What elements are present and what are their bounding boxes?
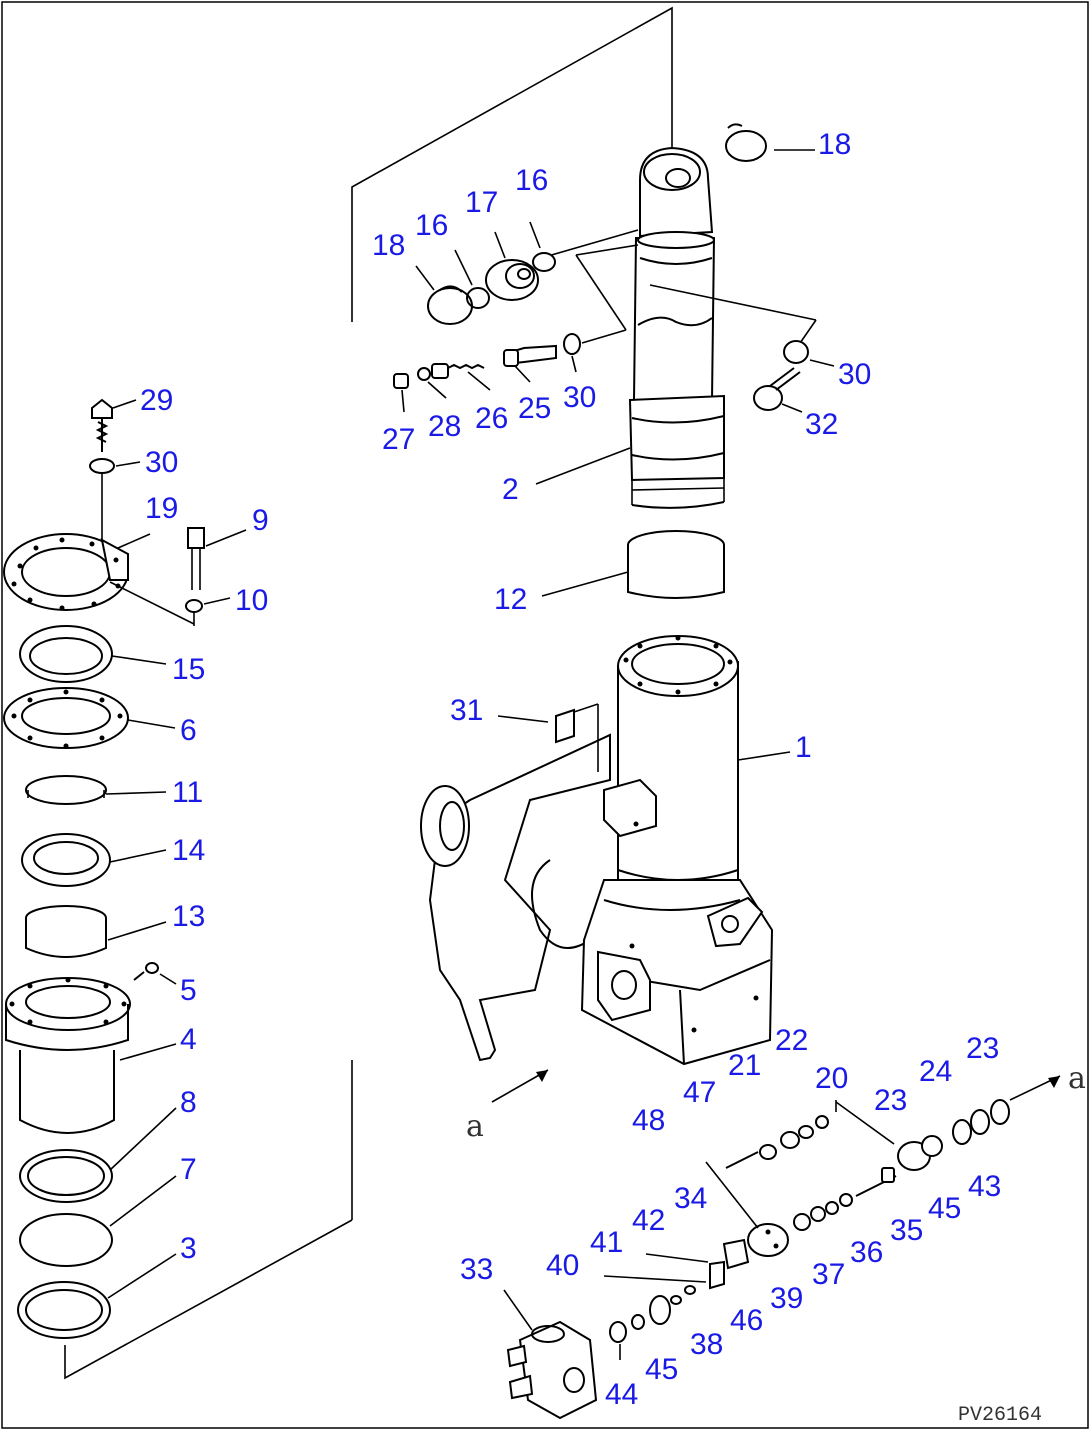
part-callout-41: 41 [590, 1226, 623, 1259]
part-callout-23: 23 [966, 1032, 999, 1065]
part-callout-4: 4 [180, 1023, 197, 1056]
part-callout-43: 43 [968, 1170, 1001, 1203]
grease-fitting-parts [393, 333, 581, 389]
part-callout-38: 38 [690, 1328, 723, 1361]
part-callout-9: 9 [252, 504, 269, 537]
part-callout-48: 48 [632, 1104, 665, 1137]
part-callout-8: 8 [180, 1086, 197, 1119]
part-callout-1: 1 [795, 731, 812, 764]
flange-bolt-holes [9, 537, 759, 1033]
drawing-reference: PV26164 [958, 1404, 1042, 1427]
bolt-32-washer-30 [753, 340, 809, 411]
view-marker-right: a [1068, 1061, 1086, 1096]
part-callout-21: 21 [728, 1049, 761, 1082]
part-callout-13: 13 [172, 900, 205, 933]
part-callout-14: 14 [172, 834, 205, 867]
part-callout-45: 45 [928, 1192, 961, 1225]
part-callout-19: 19 [145, 492, 178, 525]
part-callout-18: 18 [372, 229, 405, 262]
left-stack-parts [3, 398, 205, 1339]
part-callout-11: 11 [172, 776, 203, 809]
sleeve-12 [627, 530, 725, 599]
part-callout-24: 24 [919, 1055, 952, 1088]
part-callout-18: 18 [818, 128, 851, 161]
part-callout-7: 7 [180, 1153, 197, 1186]
part-callout-34: 34 [674, 1182, 707, 1215]
part-callout-16: 16 [415, 209, 448, 242]
part-callout-29: 29 [140, 384, 173, 417]
part-callout-26: 26 [475, 402, 508, 435]
part-callout-25: 25 [518, 392, 551, 425]
part-callout-45: 45 [645, 1353, 678, 1386]
upper-leader-lines [547, 229, 817, 347]
part-callout-6: 6 [180, 714, 197, 747]
part-callout-35: 35 [890, 1214, 923, 1247]
part-callout-30: 30 [145, 446, 178, 479]
part-callout-16: 16 [515, 164, 548, 197]
part-callout-20: 20 [815, 1062, 848, 1095]
part-callout-15: 15 [172, 653, 205, 686]
part-callout-39: 39 [770, 1282, 803, 1315]
part-callout-37: 37 [812, 1258, 845, 1291]
part-callout-33: 33 [460, 1253, 493, 1286]
part-callout-3: 3 [180, 1232, 197, 1265]
view-direction-marks: a a [466, 1061, 1086, 1144]
part-callout-22: 22 [775, 1024, 808, 1057]
part-callout-42: 42 [632, 1204, 665, 1237]
part-callout-44: 44 [605, 1378, 638, 1411]
steering-housing-1 [420, 635, 774, 1066]
part-callout-30: 30 [563, 381, 596, 414]
part-callout-5: 5 [180, 974, 197, 1007]
snap-ring-18-upper [725, 123, 767, 162]
callout-leaders [105, 149, 835, 1360]
part-callout-10: 10 [235, 584, 268, 617]
part-callout-28: 28 [428, 410, 461, 443]
view-marker-left: a [466, 1109, 484, 1144]
part-callout-46: 46 [730, 1304, 763, 1337]
pin-seal-parts [427, 252, 556, 325]
part-callout-17: 17 [465, 186, 498, 219]
part-callout-40: 40 [546, 1249, 579, 1282]
lower-leader-lines [603, 1100, 895, 1283]
part-callout-31: 31 [450, 694, 483, 727]
part-callout-30: 30 [838, 358, 871, 391]
part-callout-32: 32 [805, 408, 838, 441]
part-callout-2: 2 [502, 473, 519, 506]
part-callout-12: 12 [494, 583, 527, 616]
part-callout-27: 27 [382, 423, 415, 456]
cylinder-tube-2 [628, 146, 725, 509]
part-callout-23: 23 [874, 1084, 907, 1117]
valve-parts [506, 1099, 1010, 1420]
part-callout-47: 47 [683, 1076, 716, 1109]
part-callout-36: 36 [850, 1236, 883, 1269]
assembly-frame-lines [64, 6, 673, 1380]
